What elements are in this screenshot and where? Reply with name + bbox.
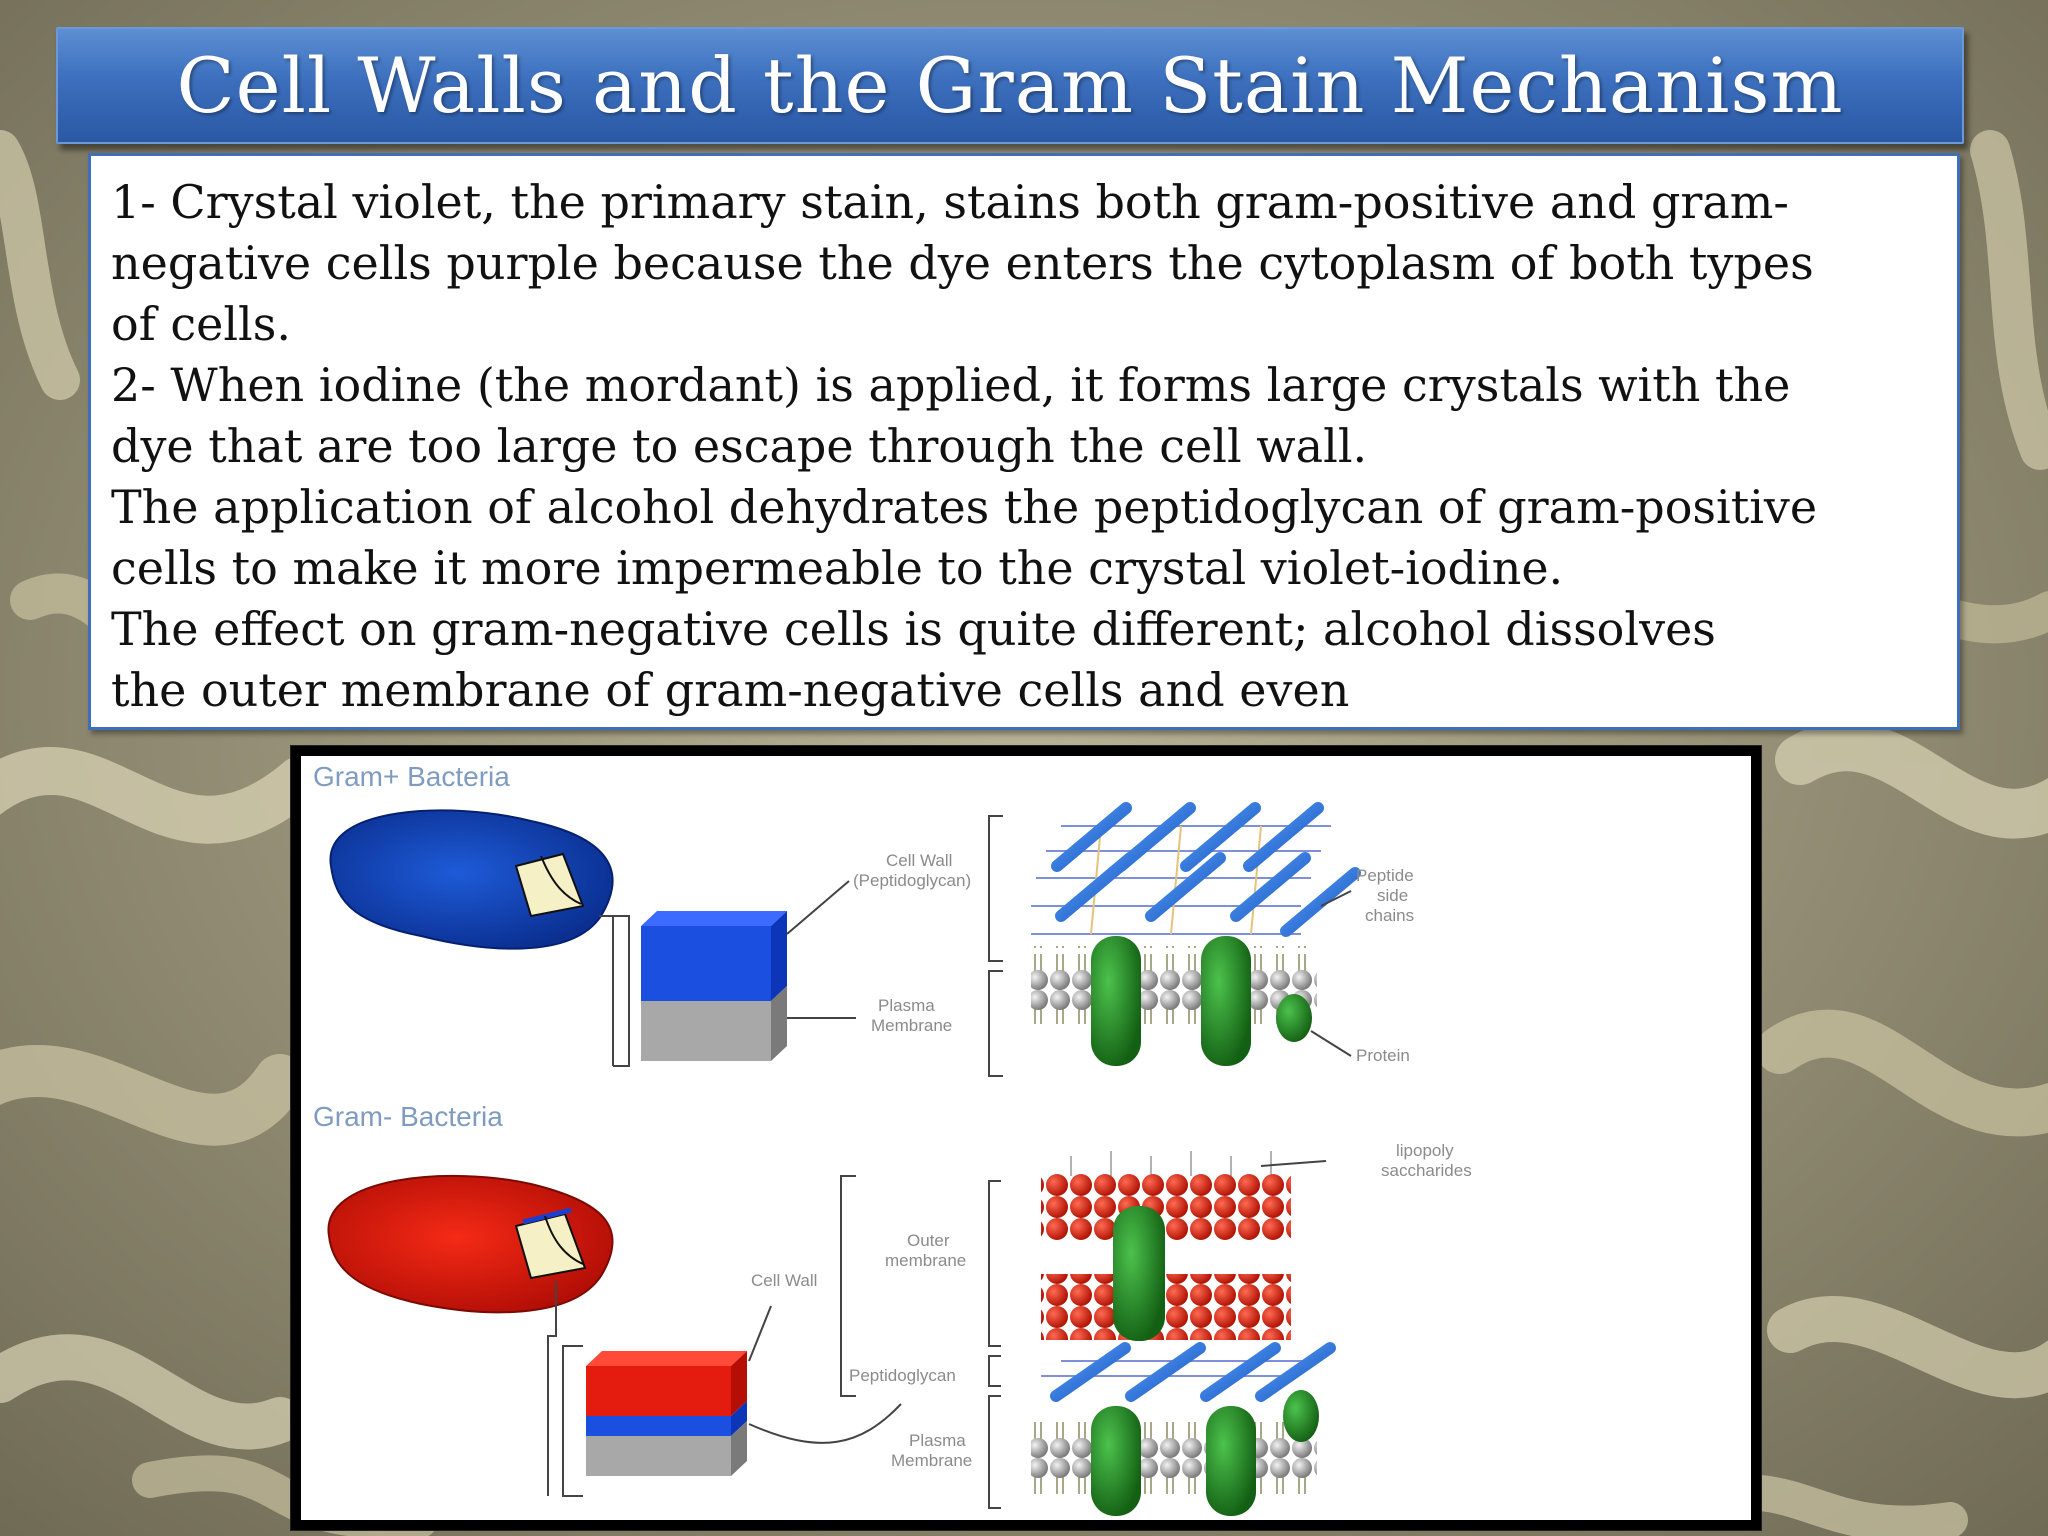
- side-label: side: [1377, 886, 1408, 905]
- lps-label-1: lipopoly: [1396, 1141, 1454, 1160]
- gram-positive-cell: [329, 809, 614, 950]
- chains-label: chains: [1365, 906, 1414, 925]
- body-line-9: the outer membrane of gram-negative cell…: [111, 663, 1350, 717]
- body-line-8: The effect on gram-negative cells is qui…: [111, 602, 1716, 656]
- body-line-5: dye that are too large to escape through…: [111, 419, 1368, 473]
- gram-negative-peptidoglycan-label: Peptidoglycan: [849, 1366, 956, 1385]
- body-line-6: The application of alcohol dehydrates th…: [111, 480, 1818, 534]
- protein-label: Protein: [1356, 1046, 1410, 1065]
- gram-positive-layer-model: [1031, 802, 1361, 1066]
- gram-negative-cell-wall-label: Cell Wall: [751, 1271, 817, 1290]
- gram-negative-heading: Gram- Bacteria: [313, 1101, 503, 1132]
- body-line-3: of cells.: [111, 297, 291, 351]
- gram-positive-membrane-label: Membrane: [871, 1016, 952, 1035]
- body-line-7: cells to make it more impermeable to the…: [111, 541, 1564, 595]
- gram-positive-plasma-membrane-layer: [641, 1001, 771, 1061]
- gram-negative-wall-block: [586, 1351, 747, 1476]
- body-line-1: 1- Crystal violet, the primary stain, st…: [111, 175, 1789, 229]
- title-bar: Cell Walls and the Gram Stain Mechanism: [56, 27, 1964, 144]
- gram-positive-peptidoglycan-label: (Peptidoglycan): [853, 871, 971, 890]
- body-line-4: 2- When iodine (the mordant) is applied,…: [111, 358, 1791, 412]
- gram-positive-protein: [1091, 936, 1312, 1066]
- gram-negative-plasma-membrane-layer: [586, 1436, 731, 1476]
- peptide-label: Peptide: [1356, 866, 1414, 885]
- gram-positive-peptidoglycan-layer: [641, 926, 771, 1001]
- body-line-2: negative cells purple because the dye en…: [111, 236, 1814, 290]
- body-text-box: 1- Crystal violet, the primary stain, st…: [88, 153, 1960, 730]
- membrane-label: membrane: [885, 1251, 966, 1270]
- gram-stain-diagram: Gram+ Bacteria Cell Wall (Peptidoglycan)…: [301, 756, 1751, 1520]
- gram-positive-cell-wall-label: Cell Wall: [886, 851, 952, 870]
- gram-positive-plasma-label: Plasma: [878, 996, 935, 1015]
- gram-negative-membrane-label: Membrane: [891, 1451, 972, 1470]
- lps-label-2: saccharides: [1381, 1161, 1472, 1180]
- gram-positive-heading: Gram+ Bacteria: [313, 761, 510, 792]
- gram-stain-diagram-frame: Gram+ Bacteria Cell Wall (Peptidoglycan)…: [290, 745, 1762, 1531]
- outer-label: Outer: [907, 1231, 950, 1250]
- gram-negative-cell: [327, 1174, 614, 1314]
- gram-negative-plasma-label: Plasma: [909, 1431, 966, 1450]
- gram-positive-wall-block: [641, 911, 787, 1061]
- gram-negative-peptidoglycan-layer: [586, 1416, 731, 1436]
- gram-negative-layer-model: [1031, 1151, 1336, 1516]
- slide-title: Cell Walls and the Gram Stain Mechanism: [176, 41, 1844, 130]
- gram-negative-outer-membrane-layer: [586, 1366, 731, 1416]
